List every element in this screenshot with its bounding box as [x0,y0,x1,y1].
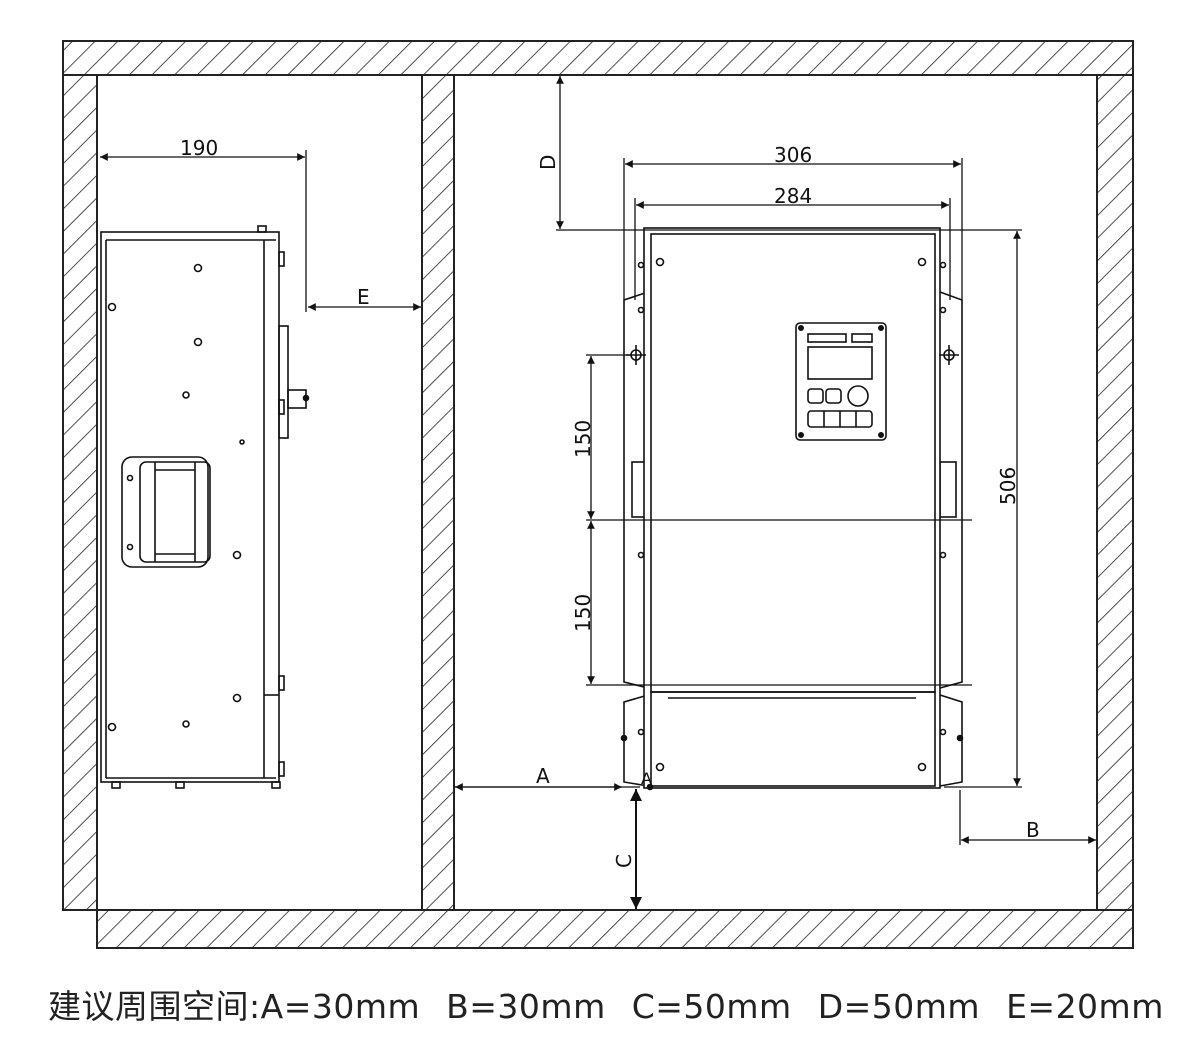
front-view [620,227,964,791]
caption-prefix: 建议周围空间: [48,987,261,1026]
left-wall [62,74,98,911]
caption-item-b: B=30mm [446,987,606,1026]
caption-item-c: C=50mm [631,987,792,1026]
inner-width-label: 284 [774,184,812,208]
front-body [643,227,941,789]
clearance-a-label: A [536,764,550,788]
side-handle [121,456,209,568]
right-wall [1096,74,1134,911]
side-dimensions [100,150,421,312]
clearance-d-label: D [536,155,560,170]
bottom-wall [96,909,1134,949]
pitch-upper-label: 150 [571,420,595,458]
walls [62,40,1134,949]
side-view [100,225,310,789]
caption-item-a: A=30mm [260,987,421,1026]
clearance-e-label: E [357,285,370,309]
top-wall [62,40,1134,76]
caption-item-e: E=20mm [1006,987,1164,1026]
front-dimensions [454,76,1096,909]
side-body [100,231,280,783]
clearance-a-small-label: A [641,769,652,788]
side-width-label: 190 [180,136,218,160]
height-label: 506 [996,467,1020,505]
keypad-panel [795,322,887,441]
clearance-c-label: C [612,854,636,868]
clearance-b-label: B [1026,818,1040,842]
divider-wall [421,74,455,911]
caption-item-d: D=50mm [817,987,981,1026]
pitch-lower-label: 150 [571,594,595,632]
clearance-caption: 建议周围空间:A=30mm B=30mm C=50mm D=50mm E=20mm [48,980,1164,1028]
outer-width-label: 306 [774,143,812,167]
